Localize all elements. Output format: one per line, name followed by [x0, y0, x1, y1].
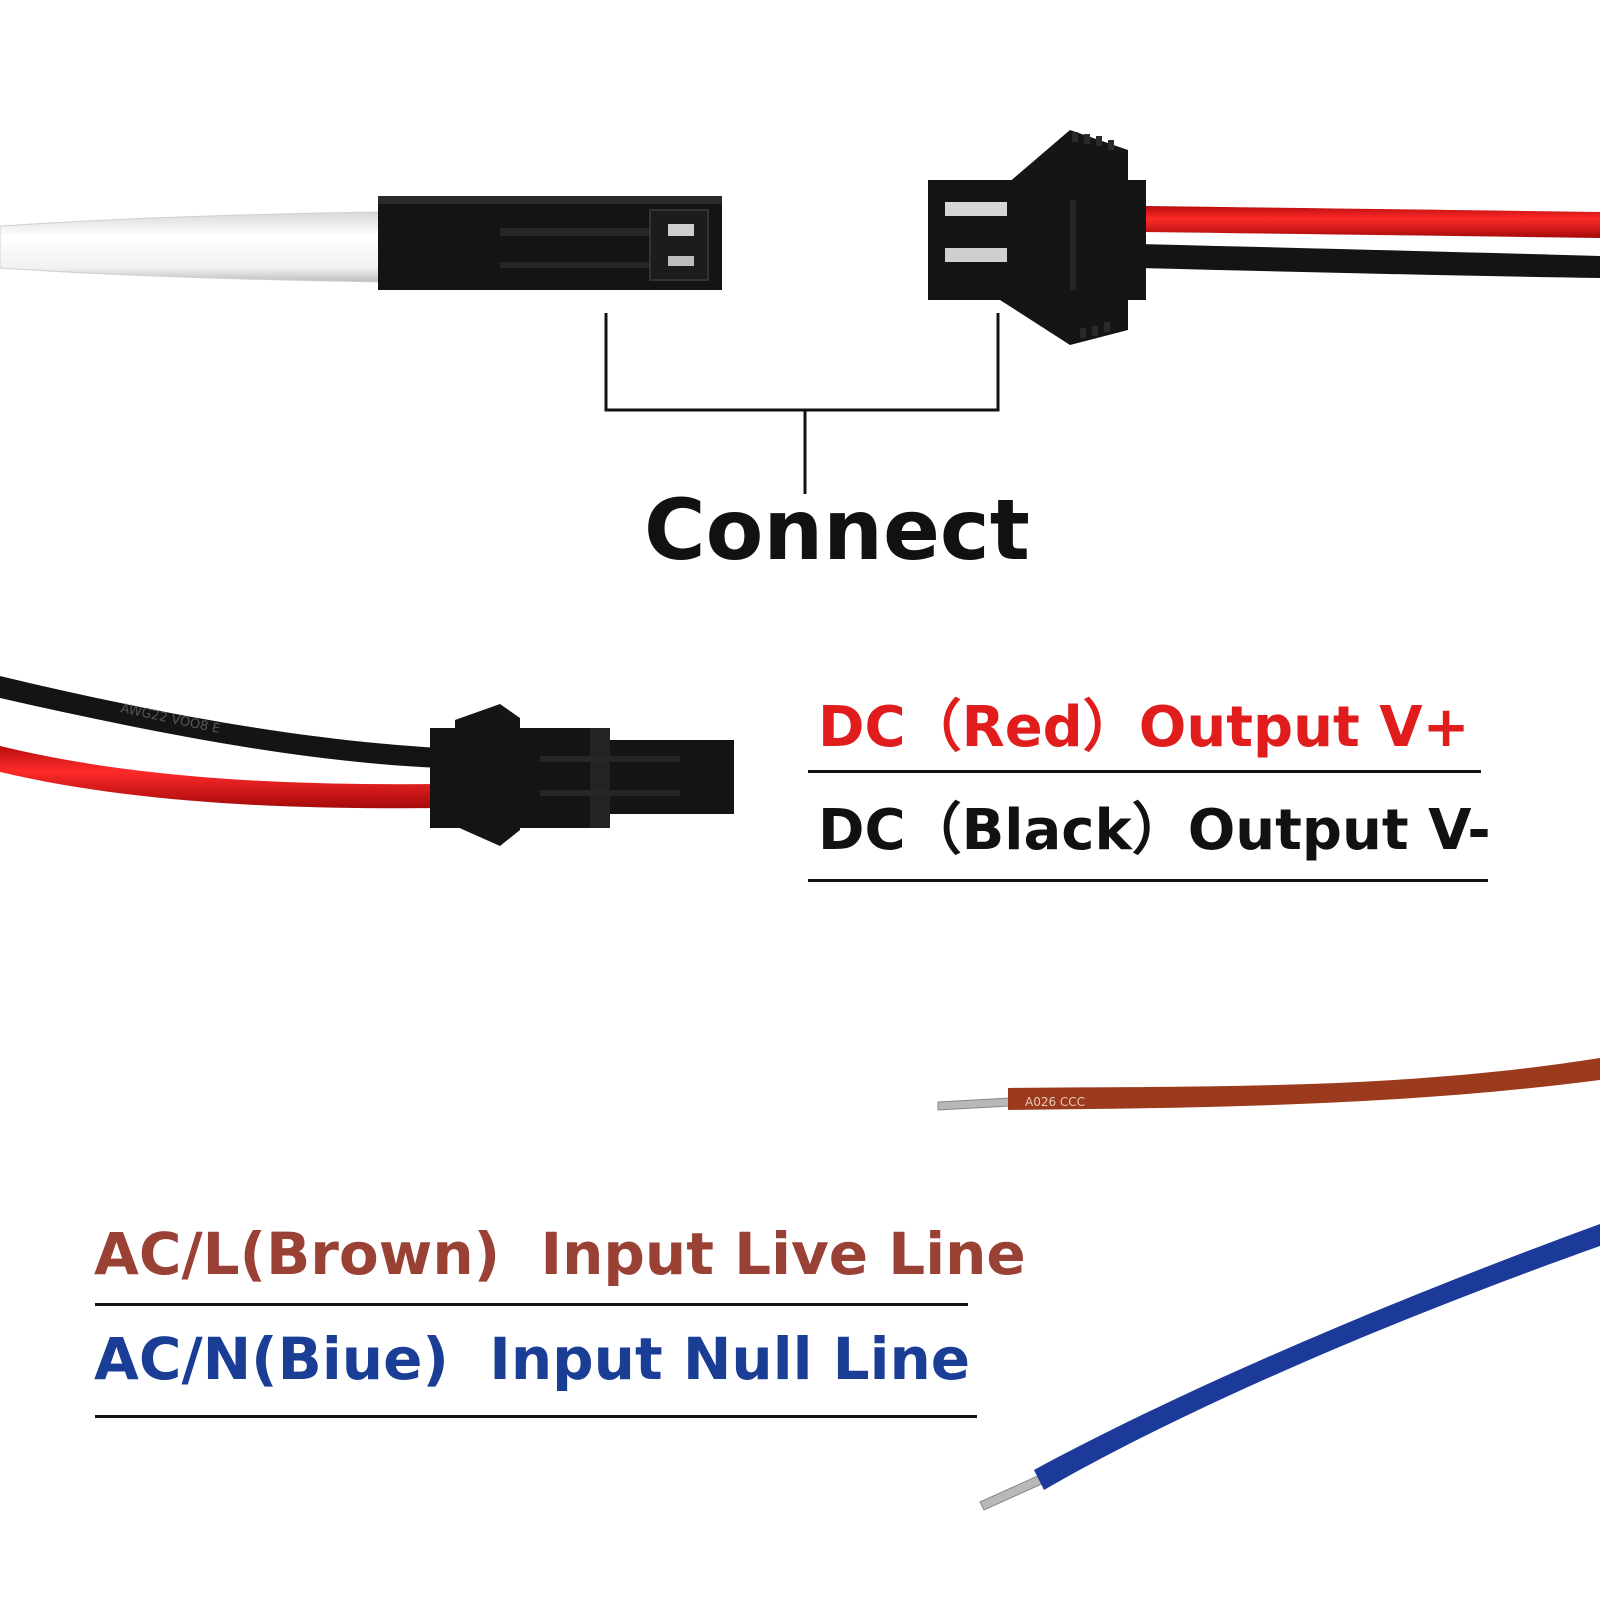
connect-bracket [604, 313, 1000, 494]
ac-null-blue-wire [979, 1224, 1600, 1511]
ac-live-brown-label: AC/L(Brown) Input Live Line [94, 1220, 1026, 1288]
label-divider-lines [95, 770, 1488, 1418]
connect-label: Connect [644, 481, 1030, 579]
dc-red-output-label: DC（Red）Output V+ [818, 695, 1470, 760]
ac-null-blue-label: AC/N(Biue) Input Null Line [94, 1325, 971, 1393]
white-cable-female-connector [0, 196, 722, 290]
ac-live-brown-wire: A026 CCC [937, 1058, 1600, 1111]
brown-wire-print: A026 CCC [1025, 1095, 1085, 1109]
dc-black-output-label: DC（Black）Output V- [818, 798, 1491, 863]
red-black-cable-male-connector [928, 130, 1600, 345]
dc-output-connector: AWG22 VOO8 E [0, 676, 734, 846]
